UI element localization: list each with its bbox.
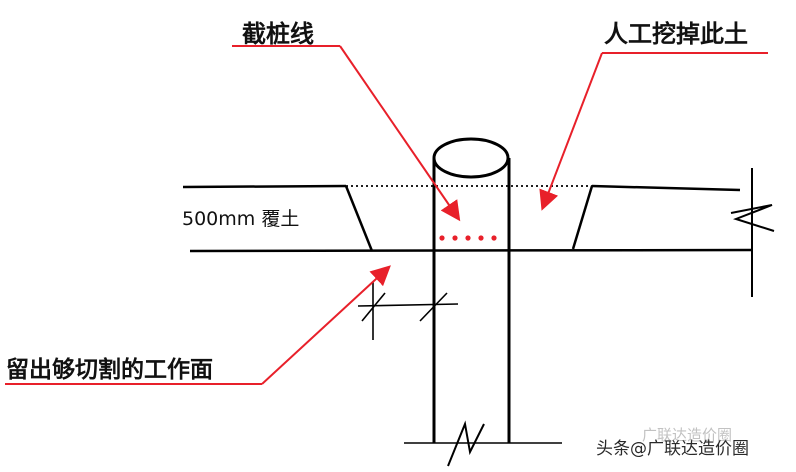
watermark-handle: @广联达造价圈 [630, 439, 749, 459]
overburden-label: 500mm 覆土 [182, 208, 300, 230]
working-face-label: 留出够切割的工作面 [6, 357, 213, 383]
working-face-ground-line [189, 248, 753, 253]
manual-excavation-leader [539, 52, 768, 211]
right-cover-soil [571, 184, 741, 250]
right-soil-slope-line [571, 185, 594, 250]
right-soil-top-line [591, 184, 741, 192]
working-face-leader [5, 265, 391, 385]
pile-top-ellipse [432, 137, 510, 179]
cut-line-dots [439, 235, 497, 241]
manual-excavation-label: 人工挖掉此土 [604, 20, 748, 48]
pile-cut-line-label: 截桩线 [242, 20, 314, 48]
watermark: 广联达造价圈 头条@广联达造价圈 [596, 426, 749, 459]
left-cover-soil [182, 184, 374, 252]
pile-bottom-break [404, 420, 562, 467]
working-width-dimension [357, 282, 459, 340]
left-soil-slope-line [344, 185, 374, 252]
cut-line-leader [232, 45, 461, 222]
left-soil-top-line [182, 184, 347, 189]
right-break-line [730, 168, 775, 297]
watermark-ghost-text: 广联达造价圈 [642, 426, 733, 444]
pile [432, 137, 511, 443]
watermark-prefix: 头条 [596, 439, 630, 459]
